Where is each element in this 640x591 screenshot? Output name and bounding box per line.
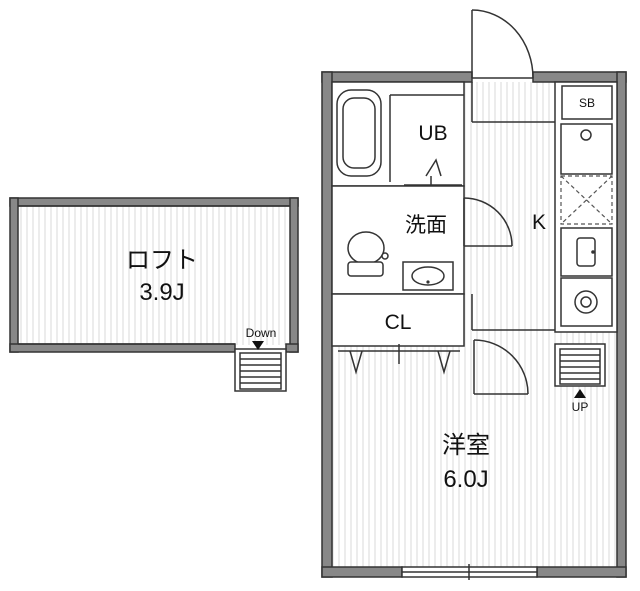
loft-name: ロフト	[126, 247, 198, 274]
shoe-box-label: SB	[579, 96, 595, 110]
western-room-name: 洋室	[442, 432, 490, 459]
closet-label: CL	[385, 311, 412, 334]
shoe-box	[561, 85, 613, 120]
loft-area: Down ロフト 3.9J	[9, 197, 299, 392]
kitchen-label: K	[532, 211, 546, 234]
kitchen-sink	[560, 123, 613, 175]
room-door[interactable]	[473, 339, 529, 395]
wash-basin	[402, 261, 454, 291]
washroom-door[interactable]	[463, 197, 513, 247]
western-room-size: 6.0J	[443, 466, 488, 493]
storage-box	[560, 175, 613, 225]
stair-up-label: UP	[572, 400, 589, 414]
loft-size: 3.9J	[139, 279, 184, 306]
room-stair[interactable]	[554, 343, 606, 387]
stair-down-label: Down	[246, 326, 277, 340]
up-arrow-icon	[574, 389, 586, 398]
loft-stair[interactable]	[234, 348, 287, 392]
main-unit: UB 洗面 CL	[321, 9, 627, 580]
entrance-door[interactable]	[471, 9, 534, 79]
toilet	[347, 231, 389, 277]
stove	[560, 277, 613, 327]
washroom-label: 洗面	[405, 214, 447, 237]
down-arrow-icon	[252, 341, 264, 350]
closet-sliding-doors[interactable]	[338, 344, 460, 375]
closet	[331, 293, 465, 347]
bath-label: UB	[418, 122, 447, 145]
appliance-unit	[560, 227, 613, 277]
